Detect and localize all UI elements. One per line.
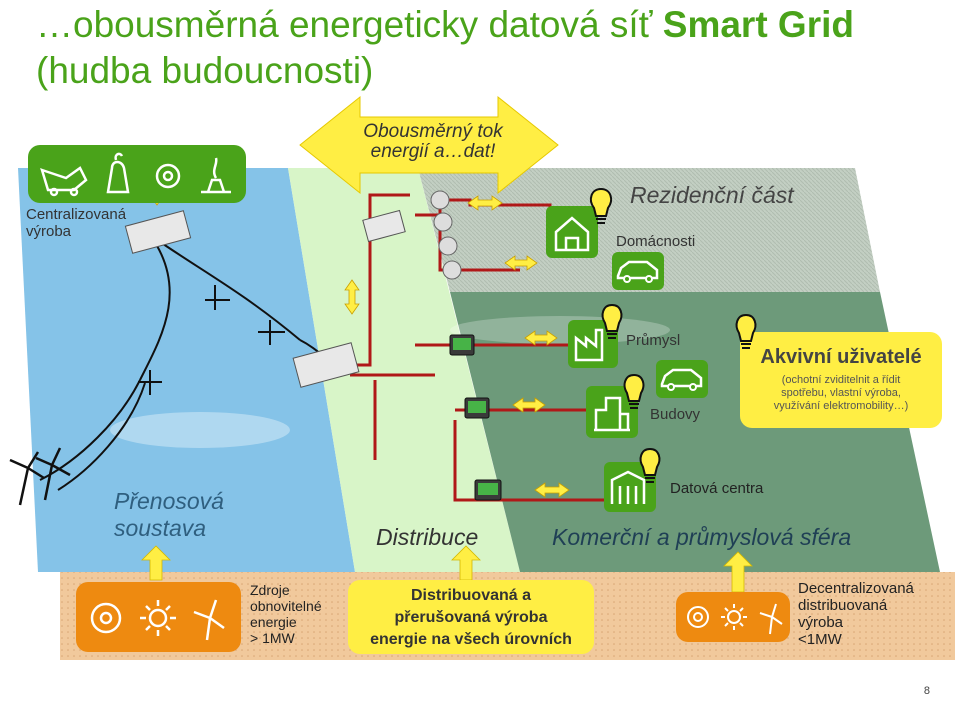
- wind-turbine-icon: [759, 603, 783, 635]
- renewables-box: [76, 582, 241, 652]
- nuclear-plant-icon: [106, 160, 130, 194]
- transmission-zone: [18, 168, 355, 572]
- lightbulb-icon: [589, 187, 613, 224]
- data-centers-label: Datová centra: [670, 480, 764, 497]
- distributed-generation-box: [348, 580, 594, 654]
- central-generation-icons: [40, 152, 231, 197]
- page-title: …obousměrná energeticky datová síť Smart…: [36, 4, 854, 91]
- wind-turbines: [9, 447, 71, 506]
- lightbulb-icon: [639, 447, 661, 483]
- page-number: 8: [923, 685, 930, 697]
- office-building-icon: [594, 396, 630, 432]
- households-label: Domácnosti: [616, 233, 696, 250]
- electric-car-icon: [616, 260, 659, 283]
- distribution-zone: [288, 168, 520, 572]
- active-users-heading: Akvivní uživatelé: [760, 346, 922, 368]
- lightbulb-icon: [601, 303, 623, 339]
- electric-car-icon: [660, 368, 703, 391]
- house-icon: [554, 216, 590, 252]
- commercial-label: Komerční a průmyslová sféra: [552, 524, 852, 550]
- buildings-label: Budovy: [650, 406, 701, 423]
- lightbulb-icon: [735, 313, 757, 349]
- renewables-icons: [90, 599, 225, 641]
- wind-turbine-icon: [193, 599, 225, 641]
- active-users-box: [740, 332, 942, 428]
- sun-icon: [721, 604, 747, 630]
- gas-flame-icon: [201, 157, 231, 194]
- bidirectional-arrow-banner: [299, 95, 559, 195]
- gear-icon: [90, 602, 122, 634]
- industry-label: Průmysl: [626, 332, 681, 349]
- decentral-icons: [687, 603, 783, 635]
- coal-cart-icon: [40, 166, 88, 192]
- distribution-label: Distribuce: [376, 524, 479, 550]
- lightbulb-icon: [623, 373, 645, 409]
- data-center-icon: [610, 470, 646, 504]
- factory-icon: [574, 328, 604, 362]
- residential-heading: Rezidenční část: [630, 182, 794, 208]
- substation: [124, 209, 406, 388]
- smart-meters: [430, 190, 462, 280]
- sun-icon: [140, 600, 176, 636]
- central-generation-box: [28, 145, 246, 203]
- gear-icon: [687, 606, 709, 628]
- gear-icon: [155, 163, 181, 189]
